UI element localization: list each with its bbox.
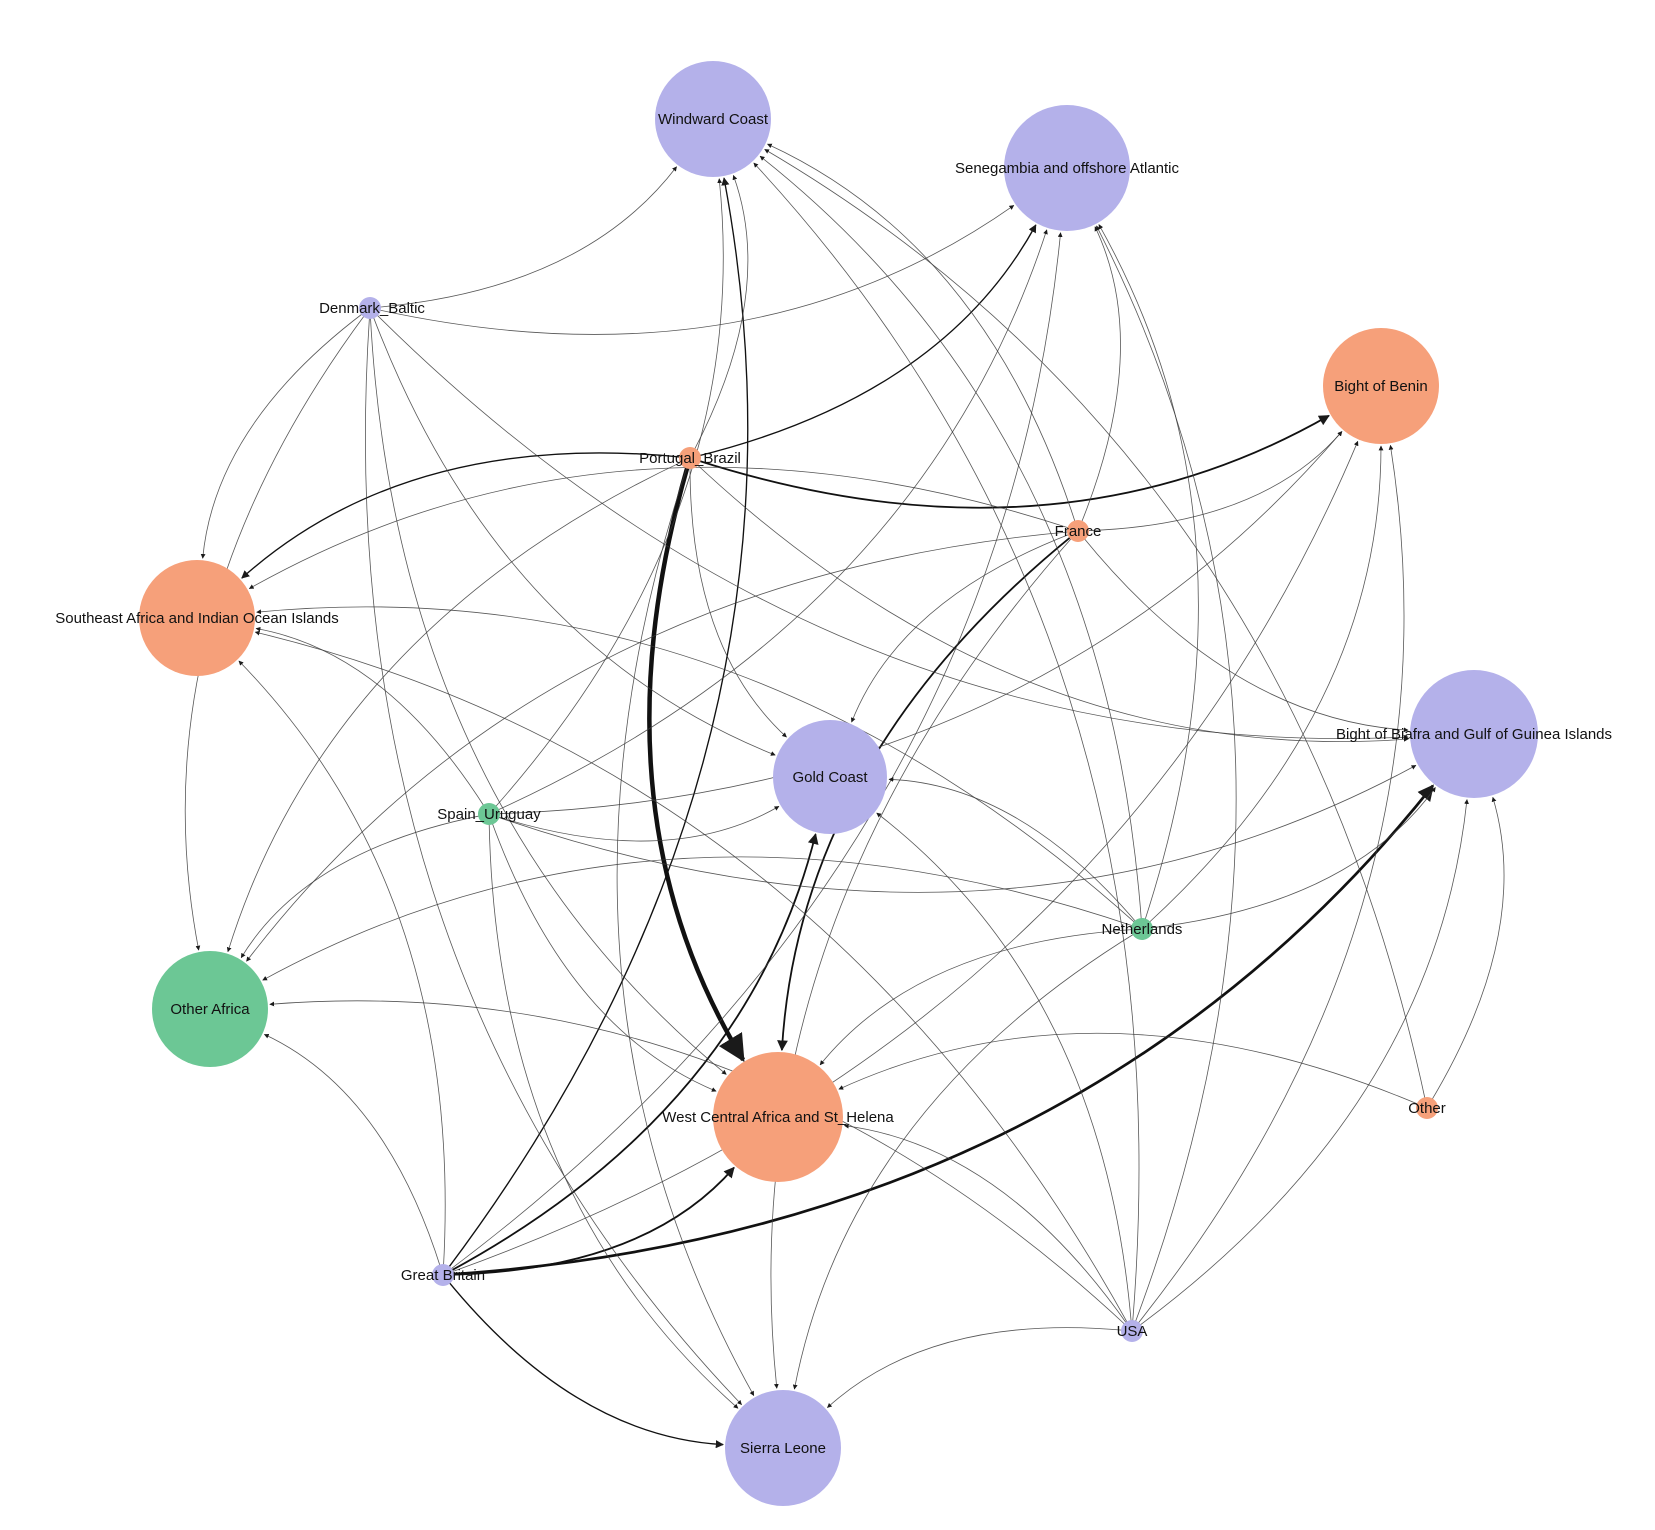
edge-usa-to-sierra: [827, 1327, 1126, 1408]
node-gold[interactable]: [773, 720, 887, 834]
edge-spain-to-gold: [495, 806, 780, 842]
edge-other-to-windward: [764, 149, 1426, 1102]
edge-usa-to-biafra: [1137, 799, 1469, 1328]
edge-spain-to-sierra: [488, 820, 739, 1409]
edge-netherlands-to-gold: [888, 777, 1139, 925]
edge-spain-to-benin: [495, 431, 1343, 815]
edge-portugal-to-southeast: [241, 452, 684, 579]
edge-netherlands-to-otherafrica: [262, 856, 1136, 981]
edge-denmark-to-wca: [369, 314, 727, 1075]
node-wca[interactable]: [713, 1052, 843, 1182]
edge-denmark-to-windward: [376, 166, 677, 308]
edge-gb-to-sierra: [446, 1279, 724, 1449]
edge-spain-to-otherafrica: [240, 814, 483, 959]
node-label-windward: Windward Coast: [658, 111, 769, 128]
node-label-gb: Great Britain: [401, 1267, 485, 1284]
node-windward[interactable]: [655, 61, 771, 177]
edge-france-to-biafra: [1081, 535, 1409, 733]
edge-gb-to-wca: [449, 1166, 735, 1276]
edge-usa-to-otherafrica: [269, 1000, 1128, 1327]
edge-gb-to-biafra: [449, 784, 1434, 1276]
node-netherlands[interactable]: [1131, 918, 1153, 940]
edge-france-to-otherafrica: [246, 531, 1072, 962]
edge-denmark-to-southeast: [200, 311, 365, 559]
node-otherafrica[interactable]: [152, 951, 268, 1067]
edge-netherlands-to-benin: [1146, 445, 1384, 925]
edge-france-to-sierra: [770, 535, 1074, 1389]
edge-portugal-to-senegambia: [696, 224, 1037, 458]
node-other[interactable]: [1416, 1097, 1438, 1119]
node-layer: [139, 61, 1538, 1506]
edge-portugal-to-benin: [696, 414, 1330, 509]
node-label-senegambia: Senegambia and offshore Atlantic: [955, 160, 1180, 177]
node-label-biafra: Bight of Biafra and Gulf of Guinea Islan…: [1336, 726, 1612, 743]
edge-denmark-to-biafra: [374, 312, 1409, 740]
edge-netherlands-to-senegambia: [1098, 224, 1199, 923]
node-gb[interactable]: [432, 1264, 454, 1286]
node-label-benin: Bight of Benin: [1334, 378, 1427, 395]
edge-netherlands-to-southeast: [256, 606, 1138, 925]
edge-portugal-to-wca: [647, 463, 746, 1063]
node-label-netherlands: Netherlands: [1102, 921, 1183, 938]
node-usa[interactable]: [1121, 1320, 1143, 1342]
edge-gb-to-benin: [449, 440, 1359, 1274]
edge-spain-to-wca: [490, 820, 717, 1092]
edge-portugal-to-otherafrica: [226, 460, 685, 953]
node-portugal[interactable]: [679, 447, 701, 469]
edge-other-to-wca: [838, 1032, 1422, 1106]
edge-spain-to-southeast: [255, 626, 486, 809]
node-senegambia[interactable]: [1004, 105, 1130, 231]
node-label-usa: USA: [1117, 1323, 1148, 1340]
edge-netherlands-to-windward: [759, 155, 1142, 923]
edge-portugal-to-biafra: [694, 462, 1409, 742]
edge-other-to-biafra: [1430, 796, 1505, 1103]
node-benin[interactable]: [1323, 328, 1439, 444]
edge-usa-to-windward: [753, 162, 1140, 1325]
edge-usa-to-gold: [876, 812, 1132, 1325]
edge-gb-to-southeast: [238, 660, 446, 1269]
edge-netherlands-to-biafra: [1148, 787, 1436, 929]
edge-usa-to-benin: [1135, 444, 1405, 1327]
edge-france-to-benin: [1084, 431, 1343, 532]
edge-denmark-to-senegambia: [376, 205, 1015, 335]
edge-spain-to-senegambia: [494, 229, 1048, 812]
edge-usa-to-senegambia: [1096, 225, 1237, 1325]
node-label-spain: Spain_Uruguay: [437, 806, 541, 823]
node-biafra[interactable]: [1410, 670, 1538, 798]
node-label-southeast: Southeast Africa and Indian Ocean Island…: [55, 610, 339, 627]
node-label-france: France: [1055, 523, 1102, 540]
edge-gb-to-windward: [446, 177, 749, 1271]
edge-usa-to-wca: [843, 1123, 1129, 1326]
edge-france-to-southeast: [248, 466, 1072, 589]
node-label-gold: Gold Coast: [792, 769, 868, 786]
node-southeast[interactable]: [139, 560, 255, 676]
node-sierra[interactable]: [725, 1390, 841, 1506]
edge-gb-to-otherafrica: [263, 1034, 442, 1269]
node-label-otherafrica: Other Africa: [170, 1001, 250, 1018]
edge-france-to-windward: [767, 143, 1077, 525]
edge-gb-to-gold: [448, 833, 819, 1273]
edge-spain-to-windward: [493, 178, 724, 810]
edge-denmark-to-sierra: [365, 314, 742, 1405]
edge-france-to-gold: [850, 533, 1072, 723]
edge-spain-to-biafra: [495, 765, 1417, 893]
node-france[interactable]: [1067, 520, 1089, 542]
node-denmark[interactable]: [359, 297, 381, 319]
edge-usa-to-southeast: [254, 630, 1130, 1326]
node-label-wca: West Central Africa and St_Helena: [662, 1109, 894, 1126]
edge-denmark-to-gold: [371, 314, 776, 756]
node-label-sierra: Sierra Leone: [740, 1440, 826, 1457]
edge-netherlands-to-sierra: [792, 932, 1137, 1390]
edge-portugal-to-sierra: [616, 464, 755, 1397]
edge-france-to-senegambia: [1080, 226, 1121, 526]
node-spain[interactable]: [478, 803, 500, 825]
edge-portugal-to-gold: [689, 464, 787, 738]
edge-netherlands-to-wca: [819, 929, 1136, 1066]
edge-portugal-to-windward: [692, 174, 749, 453]
node-label-denmark: Denmark_Baltic: [319, 300, 425, 317]
node-label-other: Other: [1408, 1100, 1446, 1117]
node-label-portugal: Portugal_Brazil: [639, 450, 741, 467]
